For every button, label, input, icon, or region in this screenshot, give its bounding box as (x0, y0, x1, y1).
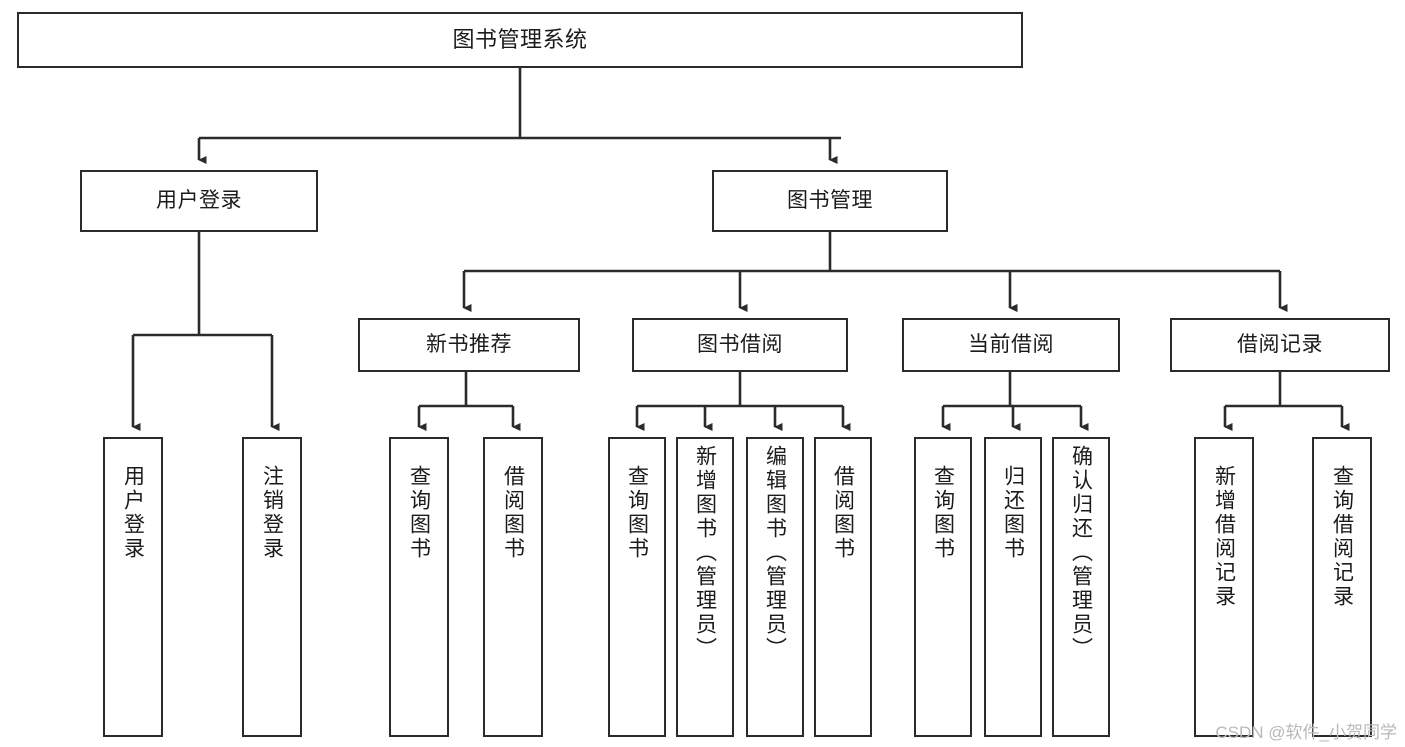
node-leaf-user-login-label: 用户登录 (121, 465, 145, 561)
node-leaf-return-book-label: 归还图书 (1001, 465, 1025, 561)
node-borrow-record-label: 借阅记录 (1237, 333, 1323, 357)
node-leaf-borrow-book[interactable]: 借阅图书 (814, 437, 872, 737)
node-leaf-query-borrow-record[interactable]: 查询借阅记录 (1312, 437, 1372, 737)
node-leaf-borrow-book-recommend-label: 借阅图书 (501, 465, 525, 561)
node-leaf-edit-book-admin-label: 编辑图书（管理员） (763, 445, 787, 661)
node-user-login-label: 用户登录 (156, 189, 242, 213)
node-new-book-recommend-label: 新书推荐 (426, 333, 512, 357)
csdn-watermark: CSDN @软件_小贺同学 (1215, 723, 1397, 742)
node-leaf-user-login[interactable]: 用户登录 (103, 437, 163, 737)
node-book-borrow[interactable]: 图书借阅 (632, 318, 848, 372)
node-leaf-logout-login[interactable]: 注销登录 (242, 437, 302, 737)
node-user-login[interactable]: 用户登录 (80, 170, 318, 232)
node-root-system[interactable]: 图书管理系统 (17, 12, 1023, 68)
node-leaf-add-borrow-record-label: 新增借阅记录 (1212, 465, 1236, 609)
node-leaf-logout-login-label: 注销登录 (260, 465, 284, 561)
node-book-manage[interactable]: 图书管理 (712, 170, 948, 232)
node-root-label: 图书管理系统 (452, 26, 588, 52)
node-leaf-query-book-borrow-label: 查询图书 (625, 465, 649, 561)
node-leaf-return-book[interactable]: 归还图书 (984, 437, 1042, 737)
node-leaf-borrow-book-label: 借阅图书 (831, 465, 855, 561)
node-book-borrow-label: 图书借阅 (697, 333, 783, 357)
node-leaf-add-borrow-record[interactable]: 新增借阅记录 (1194, 437, 1254, 737)
node-book-manage-label: 图书管理 (787, 189, 873, 213)
node-current-borrow-label: 当前借阅 (968, 333, 1054, 357)
node-borrow-record[interactable]: 借阅记录 (1170, 318, 1390, 372)
node-leaf-query-book-recommend-label: 查询图书 (407, 465, 431, 561)
node-leaf-query-book-recommend[interactable]: 查询图书 (389, 437, 449, 737)
node-leaf-confirm-return-admin-label: 确认归还（管理员） (1069, 445, 1093, 661)
node-leaf-edit-book-admin[interactable]: 编辑图书（管理员） (746, 437, 804, 737)
node-leaf-query-book-current[interactable]: 查询图书 (914, 437, 972, 737)
node-current-borrow[interactable]: 当前借阅 (902, 318, 1120, 372)
node-leaf-query-book-current-label: 查询图书 (931, 465, 955, 561)
node-leaf-add-book-admin-label: 新增图书（管理员） (693, 445, 717, 661)
node-leaf-add-book-admin[interactable]: 新增图书（管理员） (676, 437, 734, 737)
node-leaf-confirm-return-admin[interactable]: 确认归还（管理员） (1052, 437, 1110, 737)
node-new-book-recommend[interactable]: 新书推荐 (358, 318, 580, 372)
node-leaf-borrow-book-recommend[interactable]: 借阅图书 (483, 437, 543, 737)
node-leaf-query-book-borrow[interactable]: 查询图书 (608, 437, 666, 737)
node-leaf-query-borrow-record-label: 查询借阅记录 (1330, 465, 1354, 609)
